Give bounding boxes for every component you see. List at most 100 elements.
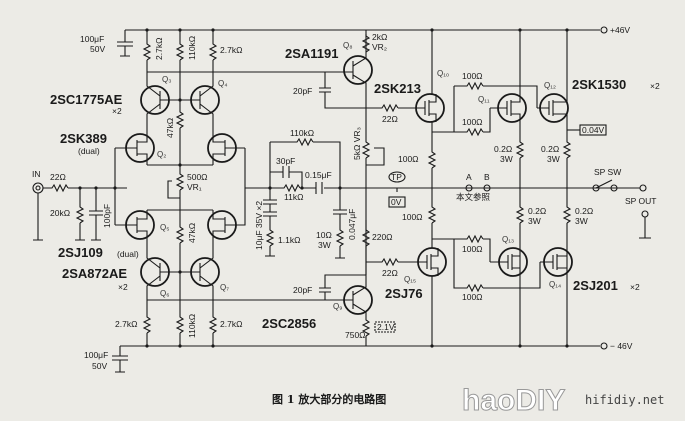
speaker-out-terminal[interactable]: SP OUT [625,184,657,239]
schematic-label: 3W [547,154,560,164]
schematic-label: 2.7kΩ [220,319,242,329]
schematic-label: Q₁₃ [502,235,514,244]
schematic-label: Q₁₄ [549,280,561,289]
schematic-label: 10μF 35V ×2 [254,201,264,250]
transistor-q9 [340,262,373,346]
schematic-label: 20pF [293,285,312,295]
jfet-q5 [125,210,155,240]
schematic-label: 100Ω [462,292,483,302]
supply-cap-bottom: 100μF 50V [84,346,128,373]
schematic-label: 100Ω [398,154,419,164]
schematic-label: 0.15μF [305,170,332,180]
schematic-label: Q₇ [220,283,229,292]
input-label: IN [32,169,41,179]
part-q2: 2SK389 [60,131,107,146]
transistor-q6 [140,240,180,300]
schematic-label: Q₁₀ [437,69,449,78]
schematic-label: 0.2Ω [528,206,546,216]
schematic-label: 500Ω [187,172,208,182]
schematic-label: 2.7kΩ [220,45,242,55]
schematic-label: ×2 [650,81,660,91]
schematic-label: 0V [391,197,402,207]
schematic-label: 0.047μF [347,209,357,240]
trimmer-vr1[interactable]: 500Ω VR₁ [167,165,208,210]
jfet-q5b [207,148,246,240]
schematic-label: 0.2Ω [494,144,512,154]
schematic-label: 3W [575,216,588,226]
part-q3q4: 2SC1775AE [50,92,123,107]
transistor-q7 [180,240,220,300]
watermark-logo: haoDIY [462,384,565,417]
schematic-label: 100Ω [462,244,483,254]
schematic-label: 22Ω [382,268,398,278]
schematic-label: 3W [500,154,513,164]
part-q9: 2SC2856 [262,316,316,331]
schematic-label: 750Ω [345,330,366,340]
speaker-switch[interactable]: SP SW [592,167,621,192]
transistor-q3 [140,72,180,135]
schematic-label: Q₈ [343,41,353,50]
mosfet-q10 [415,93,445,123]
mosfet-q12 [539,30,569,140]
schematic-label: 50V [90,44,105,54]
schematic-label: SP OUT [625,196,657,206]
schematic-label: VR₁ [187,182,202,192]
schematic-label: ×2 [630,282,640,292]
schematic-label: B [484,172,490,182]
schematic-label: 47kΩ [165,118,175,138]
schematic-label: 1.1kΩ [278,235,300,245]
schematic-label: ×2 [112,106,122,116]
schematic-label: Q₁₁ [478,95,490,104]
schematic-label: Q₁₅ [404,275,416,284]
schematic-label: 0.2Ω [541,144,559,154]
trimmer-vr3[interactable]: 5kΩ VR₃ [352,125,385,275]
schematic-label: 100Ω [402,212,423,222]
schematic-label: 110kΩ [187,36,197,60]
schematic-label: 0.2Ω [575,206,593,216]
schematic-label: 47kΩ [187,223,197,243]
schematic-label: 100μF [84,350,108,360]
transistor-q4 [180,72,220,135]
part-q6q7: 2SA872AE [62,266,127,281]
schematic-label: Q₉ [333,302,342,311]
schematic-label: 本文参照 [456,192,491,202]
schematic-label: Q₄ [218,79,228,88]
schematic-label: 20pF [293,86,312,96]
schematic-label: Q₅ [160,223,169,232]
part-q11q12: 2SK1530 [572,77,626,92]
schematic-label: 0.04V [582,125,605,135]
schematic-label: 2.7kΩ [154,38,164,60]
schematic-label: 2.1V [377,322,395,332]
figure-caption: 图 1 放大部分的电路图 [272,392,386,406]
jfet-q2 [125,133,213,166]
input-jack[interactable]: IN [32,169,44,241]
part-q8: 2SA1191 [285,46,339,61]
mosfet-q15 [416,247,447,277]
schematic-label: 100μF [80,34,104,44]
test-point-tp[interactable]: TP 0V [388,171,406,208]
mosfet-q11 [490,30,527,140]
schematic-label: Q₂ [157,150,166,159]
schematic-label: Q₆ [160,289,169,298]
schematic-label: 100Ω [462,117,483,127]
schematic-label: SP SW [594,167,621,177]
schematic-label: 5kΩ VR₃ [352,127,362,160]
rail-neg-label: − 46V [610,341,633,351]
part-q10: 2SK213 [374,81,421,96]
watermark-site: hifidiy.net [585,393,664,407]
schematic-label: 2kΩ [372,32,387,42]
schematic-label: 22Ω [50,172,66,182]
schematic-label: ×2 [118,282,128,292]
schematic-label: TP [391,172,402,182]
schematic-label: 220Ω [372,232,393,242]
part-q5: 2SJ109 [58,245,103,260]
schematic-label: Q₃ [162,75,171,84]
output-points-a-b: A B 本文参照 [456,172,491,202]
schematic-label: (dual) [117,249,139,259]
schematic-label: A [466,172,472,182]
schematic-label: 20kΩ [50,208,70,218]
supply-cap-top: 100μF 50V [80,30,133,57]
trimmer-vr2[interactable]: 2kΩ VR₂ [362,32,387,53]
schematic-label: 30pF [276,156,295,166]
